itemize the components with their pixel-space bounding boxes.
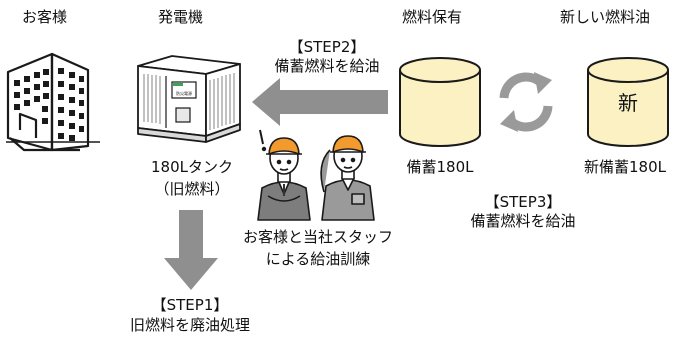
step2-tag: 【STEP2】	[288, 38, 366, 56]
reserve-label: 備蓄180L	[406, 158, 474, 176]
cycle-icon	[499, 72, 553, 132]
step1-tag: 【STEP1】	[151, 296, 229, 314]
new-char: 新	[618, 91, 638, 115]
generator-badge: 防災電源	[176, 90, 192, 96]
step1-arrow	[164, 210, 218, 290]
training-line1: お客様と当社スタッフ	[242, 228, 393, 246]
fuel-holding-label: 燃料保有	[402, 8, 463, 26]
new-fuel-oil-label: 新しい燃料油	[560, 8, 651, 26]
step1-text: 旧燃料を廃油処理	[129, 316, 250, 334]
step2-arrow	[252, 78, 388, 126]
generator-icon: 防災電源	[137, 55, 241, 143]
building-windows	[14, 68, 84, 141]
step2-text: 備蓄燃料を給油	[274, 57, 380, 75]
building-icon	[6, 52, 100, 152]
staff-icon	[257, 129, 375, 221]
new-reserve-label: 新備蓄180L	[584, 158, 666, 176]
generator-status-light	[173, 83, 183, 86]
training-line2: による給油訓練	[265, 250, 371, 268]
generator-label: 発電機	[158, 8, 204, 26]
tank-line2: （旧燃料）	[154, 180, 230, 198]
exclamation-mark	[259, 129, 267, 152]
reserve-tank-icon	[399, 57, 481, 147]
step3-tag: 【STEP3】	[484, 193, 562, 211]
tank-line1: 180Lタンク	[151, 158, 233, 176]
step3-text: 備蓄燃料を給油	[470, 212, 576, 230]
customer-label: お客様	[22, 8, 68, 26]
new-reserve-tank-icon	[587, 57, 669, 147]
generator-vents	[143, 73, 235, 130]
